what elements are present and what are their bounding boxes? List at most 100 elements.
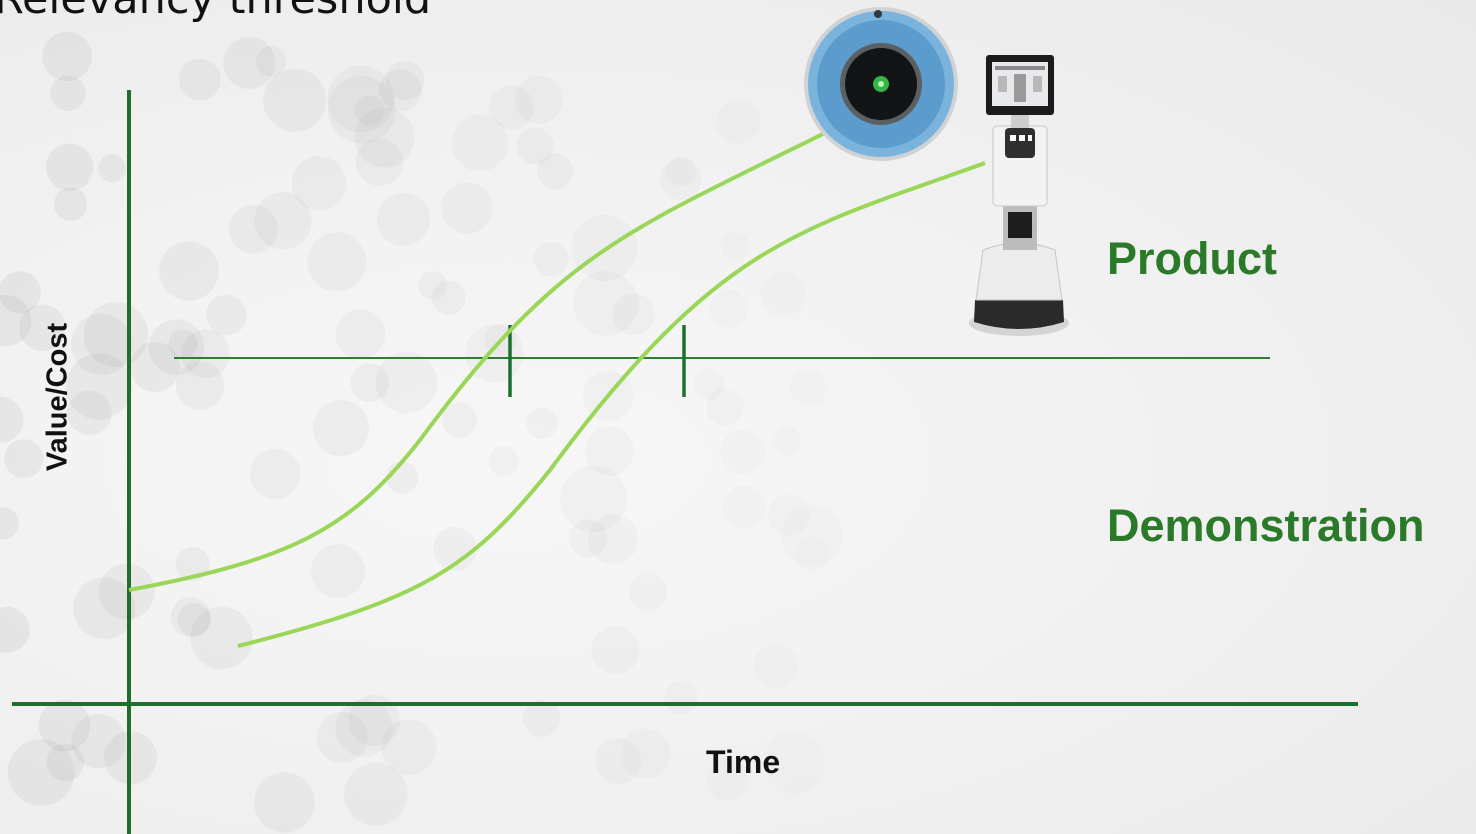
background-bubble (67, 390, 112, 436)
background-bubble (666, 156, 696, 187)
background-bubble (255, 46, 287, 77)
background-bubble (327, 76, 396, 144)
background-bubble (659, 158, 702, 201)
background-bubble (327, 65, 395, 133)
background-bubble (178, 58, 221, 101)
background-bubble (263, 68, 327, 132)
background-bubble (418, 271, 448, 300)
background-bubble (573, 270, 639, 337)
background-bubble (795, 537, 829, 571)
background-bubble (0, 606, 30, 653)
background-bubble (584, 426, 634, 476)
background-bubble (316, 712, 368, 763)
background-bubble (335, 309, 386, 360)
background-bubble (344, 762, 408, 826)
background-bubble (537, 153, 574, 190)
background-bubble (177, 603, 211, 637)
background-bubble (451, 114, 509, 172)
telepresence-robot-icon (969, 55, 1069, 336)
background-bubble (53, 187, 88, 221)
background-bubble (249, 448, 301, 500)
label-demonstration: Demonstration (1107, 500, 1425, 551)
background-bubble (0, 271, 41, 314)
background-bubble (0, 396, 24, 444)
background-bubble (38, 699, 91, 752)
background-bubble (720, 231, 750, 261)
background-bubble (385, 61, 425, 101)
axis-x-label: Time (706, 744, 781, 780)
background-bubble (312, 400, 369, 457)
background-bubble (591, 626, 640, 675)
background-bubble (73, 577, 136, 640)
background-bubble (526, 407, 558, 440)
background-bubble (46, 743, 85, 782)
background-bubble (206, 294, 247, 336)
background-bubble (772, 427, 801, 456)
background-bubble (560, 465, 627, 533)
background-bubble (130, 342, 181, 392)
background-bubble (488, 446, 519, 477)
background-bubble (355, 138, 404, 186)
background-bubble (709, 289, 748, 328)
background-bubble (335, 699, 393, 757)
background-bubble (223, 37, 276, 89)
background-bubble (159, 241, 219, 301)
background-bubble (254, 192, 312, 250)
background-bubble (311, 544, 365, 598)
background-bubble (354, 95, 385, 126)
background-bubble (190, 606, 253, 670)
background-bubble (354, 107, 415, 168)
background-bubble (379, 68, 422, 112)
background-bubble (706, 388, 744, 426)
background-bubble (42, 31, 92, 82)
background-bubble (692, 368, 725, 400)
robot-vacuum-icon (804, 7, 958, 161)
background-bubble (71, 714, 126, 769)
background-bubble (381, 719, 437, 775)
background-bubble (348, 694, 400, 747)
background-bubble (533, 241, 569, 277)
background-bubble (620, 728, 671, 779)
background-bubble (790, 369, 827, 406)
background-bubble (65, 353, 133, 420)
background-bubble (442, 402, 477, 438)
background-bubble (431, 280, 466, 315)
background-bubble (768, 495, 809, 536)
background-bubble (760, 271, 806, 317)
background-bubble (376, 192, 431, 246)
background-bubble (754, 644, 798, 688)
background-bubble (0, 294, 32, 347)
curve-telepresence-robot (237, 161, 986, 648)
background-bubble (720, 429, 766, 475)
background-bubble (516, 127, 554, 165)
background-bubble (176, 361, 225, 410)
slide-title: Relevancy threshold (0, 0, 431, 24)
background-bubble (98, 154, 127, 183)
background-bubble (7, 739, 75, 806)
background-bubble (664, 680, 699, 715)
background-bubble (441, 182, 493, 234)
background-bubble (433, 527, 477, 571)
background-bubble (0, 507, 19, 540)
background-bubble (587, 514, 639, 565)
background-bubble (4, 439, 44, 479)
background-bubble (628, 572, 668, 612)
background-bubble (181, 329, 230, 378)
background-texture (0, 31, 829, 833)
background-bubble (19, 304, 66, 352)
curve-robot-vacuum (128, 126, 836, 592)
background-bubble (568, 519, 608, 558)
background-bubble (45, 143, 94, 191)
background-bubble (168, 329, 198, 359)
background-bubble (705, 757, 749, 802)
background-bubble (291, 156, 347, 211)
background-bubble (71, 313, 133, 375)
background-bubble (612, 293, 655, 336)
background-bubble (307, 232, 367, 292)
background-bubble (595, 738, 642, 785)
background-bubble (375, 351, 438, 414)
background-bubble (716, 99, 761, 144)
background-bubble (83, 302, 149, 368)
background-bubble (148, 319, 205, 375)
background-bubble (228, 204, 278, 254)
